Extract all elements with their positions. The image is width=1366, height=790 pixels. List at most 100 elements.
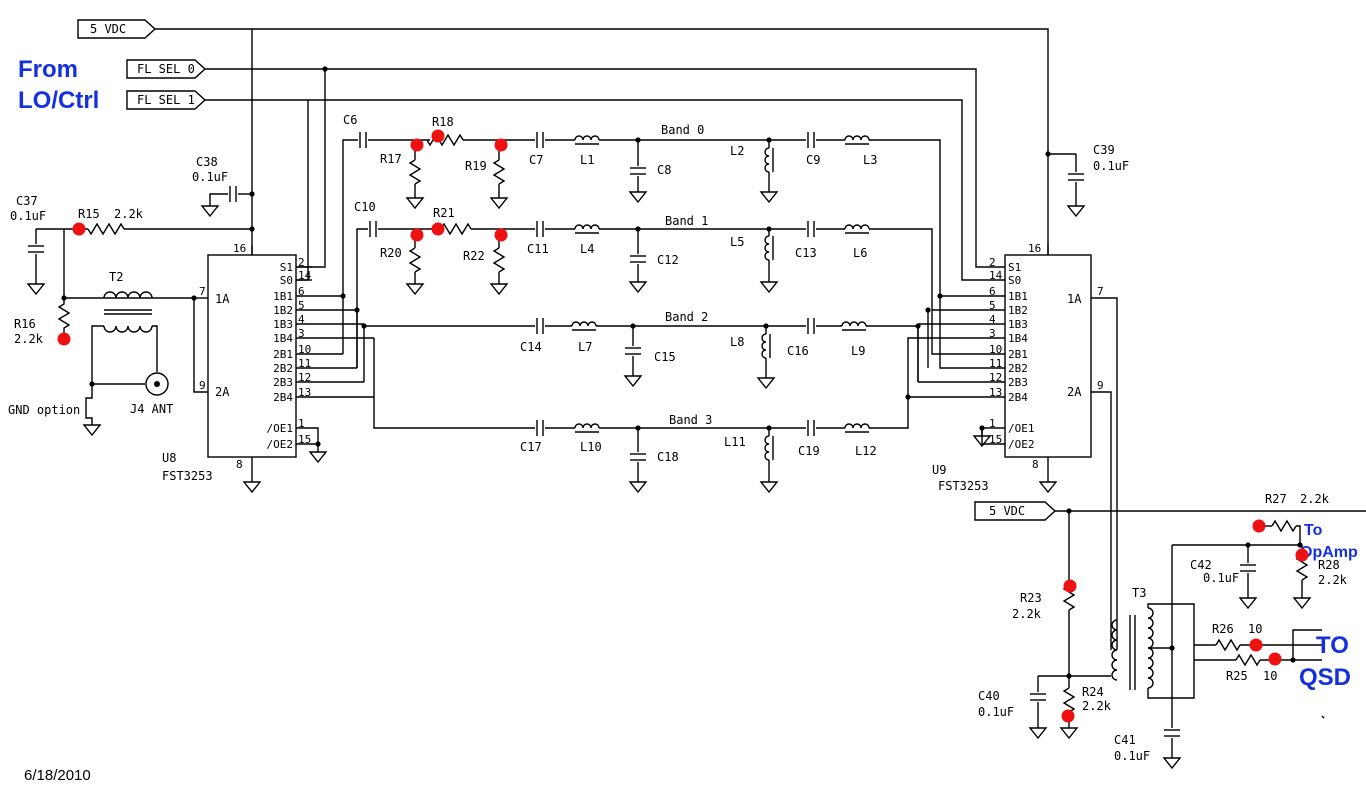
r26-value: 10 <box>1248 622 1262 636</box>
u9-pin-number: 1 <box>989 417 996 430</box>
u8-pin-label: /OE2 <box>267 438 294 451</box>
test-point-r25 <box>1268 652 1282 666</box>
l10-label: L10 <box>580 440 602 454</box>
u9-pin-number: 15 <box>989 433 1002 446</box>
r27-label: R27 <box>1265 492 1287 506</box>
j4-label: J4 ANT <box>130 402 173 416</box>
c12-label: C12 <box>657 253 679 267</box>
r15-label: R15 <box>78 207 100 221</box>
u8-part: FST3253 <box>162 469 213 483</box>
c39-label: C39 <box>1093 143 1115 157</box>
r24-label: R24 <box>1082 685 1104 699</box>
u8-pin-number: 13 <box>298 386 311 399</box>
u8-pin-number: 14 <box>298 269 312 282</box>
u9-pin7: 7 <box>1097 285 1104 298</box>
u9-pin-number: 5 <box>989 299 996 312</box>
u8-pin16: 16 <box>233 242 246 255</box>
r22-label: R22 <box>463 249 485 263</box>
u8-pin-label: 2B4 <box>273 391 293 404</box>
u9-pin-label: 2B4 <box>1008 391 1028 404</box>
u8-pins <box>296 266 374 464</box>
u8-pin-number: 3 <box>298 327 305 340</box>
net-5vdc-lower: 5 VDC <box>974 501 1057 521</box>
u9-pin-label: 1B4 <box>1008 332 1028 345</box>
to-qsd-line2: QSD <box>1299 664 1351 691</box>
l1-label: L1 <box>580 153 594 167</box>
u8-pin-number: 5 <box>298 299 305 312</box>
l7-label: L7 <box>578 340 592 354</box>
u8-pin-label: 2B3 <box>273 376 293 389</box>
test-point-r23 <box>1063 579 1077 593</box>
test-point-r28 <box>1295 548 1309 562</box>
from-label: From <box>18 56 78 83</box>
c18-label: C18 <box>657 450 679 464</box>
u8-pin-number: 2 <box>298 256 305 269</box>
test-point-r22 <box>494 228 508 242</box>
c37-value: 0.1uF <box>10 209 46 223</box>
r25-label: R25 <box>1226 669 1248 683</box>
r24-value: 2.2k <box>1082 699 1112 713</box>
c37-label: C37 <box>16 194 38 208</box>
u9-pin-number: 4 <box>989 313 996 326</box>
u9-pin-labels: S12S0141B161B251B341B432B1102B2112B3122B… <box>989 256 1035 451</box>
net-5vdc-lower-label: 5 VDC <box>989 504 1025 518</box>
t3-label: T3 <box>1132 586 1146 600</box>
u9-pin-number: 12 <box>989 371 1002 384</box>
r16-label: R16 <box>14 317 36 331</box>
c9-label: C9 <box>806 153 820 167</box>
l9-label: L9 <box>851 344 865 358</box>
c13-label: C13 <box>795 246 817 260</box>
u9-pin-label: /OE2 <box>1008 438 1035 451</box>
qsd-network: R27 2.2k C42 0.1uF R28 2.2k T3 R23 2.2k … <box>978 492 1366 770</box>
u8-pin-label: /OE1 <box>267 422 294 435</box>
test-point-r20 <box>410 228 424 242</box>
test-point-r27 <box>1252 519 1266 533</box>
u8-pin-number: 12 <box>298 371 311 384</box>
l5-label: L5 <box>730 235 744 249</box>
to-qsd-line1: TO <box>1316 632 1349 659</box>
u9-pin-label: 2B1 <box>1008 348 1028 361</box>
u9-pin-number: 6 <box>989 285 996 298</box>
band-0: C6 R18 R17 R19 C7 L1 C8 Band 0 L2 C9 L3 <box>342 113 1005 354</box>
band-3: C17 L10 C18 Band 3 L11 C19 L12 <box>373 337 1005 494</box>
u8-ref: U8 <box>162 451 176 465</box>
to-opamp-line1: To <box>1304 522 1323 539</box>
r20-label: R20 <box>380 246 402 260</box>
test-points <box>57 129 1309 723</box>
c10-label: C10 <box>354 200 376 214</box>
c7-label: C7 <box>529 153 543 167</box>
l4-label: L4 <box>580 242 594 256</box>
u8-pin7: 7 <box>199 285 206 298</box>
u8-pin-label: 1B1 <box>273 290 293 303</box>
u9-bus-wires <box>917 296 1005 382</box>
r26-label: R26 <box>1212 622 1234 636</box>
c19-label: C19 <box>798 444 820 458</box>
u9-pin-number: 13 <box>989 386 1002 399</box>
l12-label: L12 <box>855 444 877 458</box>
r25-value: 10 <box>1263 669 1277 683</box>
c41-value: 0.1uF <box>1114 749 1150 763</box>
r27-value: 2.2k <box>1300 492 1330 506</box>
test-point-r15 <box>72 222 86 236</box>
u9-pin-label: 1B1 <box>1008 290 1028 303</box>
c39-group: C39 0.1uF <box>1048 143 1129 218</box>
u8-pin-label: 1B3 <box>273 318 293 331</box>
to-opamp-line2: OpAmp <box>1300 544 1358 561</box>
u9-ref: U9 <box>932 463 946 477</box>
r21-label: R21 <box>433 206 455 220</box>
u9-pin-label: /OE1 <box>1008 422 1035 435</box>
u9-pin-number: 14 <box>989 269 1003 282</box>
test-point-r21 <box>431 222 445 236</box>
c38-group: C38 0.1uF <box>192 155 252 218</box>
l3-label: L3 <box>863 153 877 167</box>
u9-pin-label: 1B2 <box>1008 304 1028 317</box>
r28-label: R28 <box>1318 558 1340 572</box>
band-2-label: Band 2 <box>665 310 708 324</box>
c16-label: C16 <box>787 344 809 358</box>
u8-pin8: 8 <box>236 458 243 471</box>
test-point-r19 <box>494 138 508 152</box>
r23-value: 2.2k <box>1012 607 1042 621</box>
u9-pin-label: 2B2 <box>1008 362 1028 375</box>
junction-dots <box>61 66 1303 679</box>
